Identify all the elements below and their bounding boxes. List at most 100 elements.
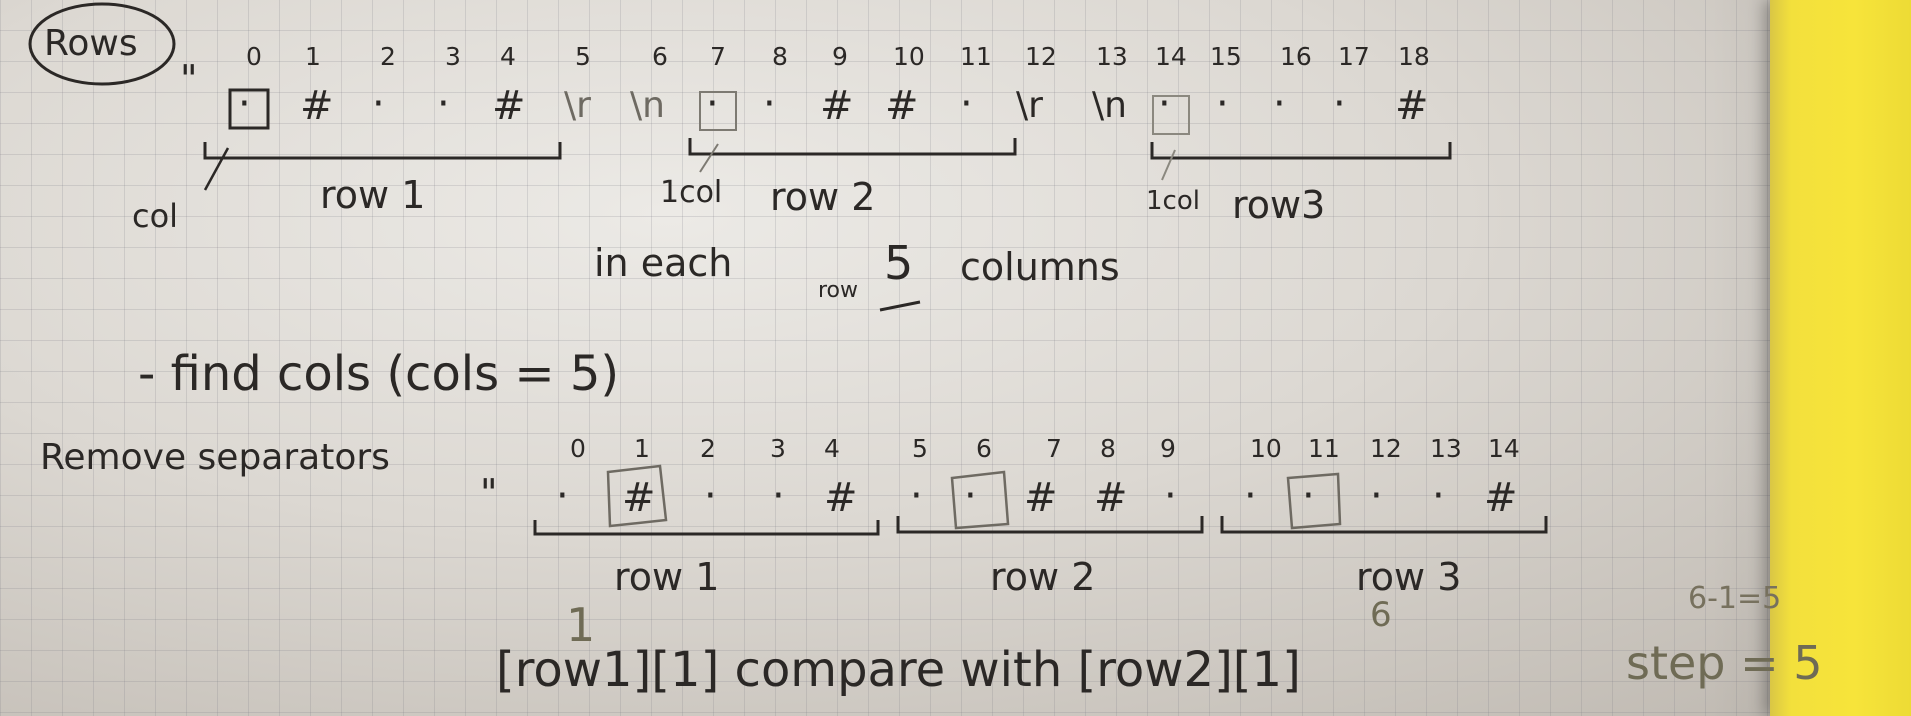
symbol-1: #	[300, 83, 334, 129]
note-count: 5	[884, 236, 914, 290]
bottom-index-14: 14	[1488, 434, 1520, 463]
bottom-box-row2	[950, 470, 1010, 530]
col-arrow-3	[1161, 149, 1176, 181]
index-12: 12	[1025, 42, 1057, 71]
symbol-16: ·	[1273, 81, 1286, 127]
index-6: 6	[652, 42, 668, 71]
symbol-7: ·	[706, 81, 719, 127]
bottom-row-label-3: row 3	[1356, 555, 1462, 599]
bottom-box-row3	[1286, 472, 1342, 530]
symbol-13: \n	[1092, 85, 1127, 126]
bottom-index-3: 3	[770, 434, 786, 463]
col-arrow-2	[699, 143, 719, 173]
symbol-10: #	[885, 83, 919, 129]
index-17: 17	[1338, 42, 1370, 71]
bottom-index-4: 4	[824, 434, 840, 463]
small-number-1: 1	[566, 598, 596, 652]
index-1: 1	[305, 42, 321, 71]
bottom-index-10: 10	[1250, 434, 1282, 463]
symbol-15: ·	[1216, 81, 1229, 127]
row-label-2: row 2	[770, 175, 876, 219]
bottom-symbol-9: ·	[1164, 473, 1177, 519]
bottom-index-11: 11	[1308, 434, 1340, 463]
bottom-index-7: 7	[1046, 434, 1062, 463]
symbol-5: \r	[564, 85, 591, 126]
bottom-symbol-6: ·	[964, 473, 977, 519]
symbol-4: #	[492, 83, 526, 129]
bottom-symbol-10: ·	[1244, 473, 1257, 519]
symbol-2: ·	[372, 81, 385, 127]
bottom-symbol-12: ·	[1370, 473, 1383, 519]
symbol-12: \r	[1016, 85, 1043, 126]
index-15: 15	[1210, 42, 1242, 71]
index-9: 9	[832, 42, 848, 71]
bottom-index-2: 2	[700, 434, 716, 463]
bottom-index-12: 12	[1370, 434, 1402, 463]
top-box-row2	[699, 91, 737, 131]
note-in-each: in each	[594, 241, 733, 285]
bottom-row-label-2: row 2	[990, 555, 1096, 599]
symbol-6: \n	[630, 85, 665, 126]
index-4: 4	[500, 42, 516, 71]
symbol-9: #	[820, 83, 854, 129]
rows-title: Rows	[44, 23, 138, 64]
bottom-index-5: 5	[912, 434, 928, 463]
bottom-symbol-8: #	[1094, 475, 1128, 521]
bottom-index-8: 8	[1100, 434, 1116, 463]
index-2: 2	[380, 42, 396, 71]
yellow-folder-edge	[1770, 0, 1911, 716]
small-number-6: 6	[1370, 595, 1392, 635]
top-bracket-row2	[688, 138, 1017, 156]
col-label-1: col	[132, 197, 179, 235]
col-label-2: 1col	[660, 175, 723, 210]
index-11: 11	[960, 42, 992, 71]
col-label-3: 1col	[1146, 186, 1200, 216]
open-quote: "	[180, 57, 198, 101]
bottom-bracket-row3	[1220, 516, 1548, 534]
bottom-symbol-0: ·	[556, 473, 569, 519]
row-label-1: row 1	[320, 173, 426, 217]
bottom-symbol-1: #	[622, 475, 656, 521]
symbol-3: ·	[437, 81, 450, 127]
symbol-0: ·	[238, 81, 251, 127]
bottom-index-1: 1	[634, 434, 650, 463]
symbol-18: #	[1395, 83, 1429, 129]
step-note: step = 5	[1626, 636, 1823, 690]
index-8: 8	[772, 42, 788, 71]
bottom-index-9: 9	[1160, 434, 1176, 463]
top-bracket-row3	[1150, 142, 1452, 160]
bottom-box-row1	[606, 464, 668, 528]
note-columns: columns	[960, 245, 1120, 289]
bottom-bracket-row2	[896, 516, 1204, 534]
calc-note: 6-1=5	[1688, 581, 1782, 616]
note-row: row	[818, 278, 859, 303]
col-arrow-1	[203, 147, 230, 191]
remove-separators-title: Remove separators	[40, 437, 390, 478]
bottom-symbol-2: ·	[704, 473, 717, 519]
index-7: 7	[710, 42, 726, 71]
symbol-14: ·	[1158, 81, 1171, 127]
symbol-8: ·	[763, 81, 776, 127]
note-underline	[879, 300, 921, 312]
index-18: 18	[1398, 42, 1430, 71]
bottom-symbol-11: ·	[1302, 473, 1315, 519]
bottom-index-13: 13	[1430, 434, 1462, 463]
bottom-bracket-row1	[533, 520, 880, 536]
bottom-symbol-4: #	[824, 475, 858, 521]
bottom-symbol-14: #	[1484, 475, 1518, 521]
index-13: 13	[1096, 42, 1128, 71]
bottom-symbol-5: ·	[910, 473, 923, 519]
rows-circle	[28, 2, 176, 86]
bottom-symbol-7: #	[1024, 475, 1058, 521]
remove-quote: "	[480, 471, 498, 515]
bottom-symbol-3: ·	[772, 473, 785, 519]
symbol-11: ·	[960, 81, 973, 127]
index-5: 5	[575, 42, 591, 71]
index-10: 10	[893, 42, 925, 71]
bottom-index-6: 6	[976, 434, 992, 463]
top-box-row3	[1152, 95, 1190, 135]
index-14: 14	[1155, 42, 1187, 71]
index-0: 0	[246, 42, 262, 71]
